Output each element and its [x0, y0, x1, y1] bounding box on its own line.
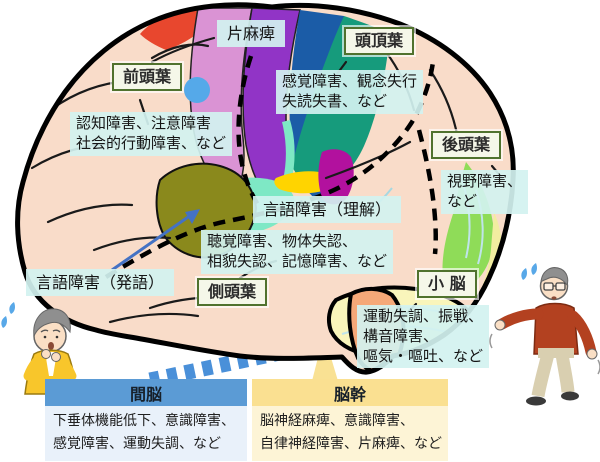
cerebellum-label: 小 脳	[417, 270, 477, 299]
cerebellum-symptoms-line1: 運動失調、振戦、	[363, 307, 484, 325]
brain-outline	[15, 2, 516, 375]
blue-dot-marker	[184, 77, 210, 103]
parietal-symptoms-line1: 感覚障害、観念失行	[282, 72, 418, 90]
speech-production-arrow	[111, 209, 200, 272]
diencephalon-symptoms-line1: 下垂体機能低下、意識障害、	[53, 413, 235, 429]
frontal-symptoms-line2: 社会的行動障害、など	[76, 133, 227, 152]
frontal-symptoms-label: 認知障害、注意障害 社会的行動障害、など	[70, 112, 233, 156]
mint-sliver-region	[282, 120, 295, 184]
temporal-lobe-label: 側頭葉	[197, 278, 268, 307]
temporal-symptoms-line1: 聴覚障害、物体失認、	[207, 232, 358, 250]
brainstem-box-body: 脳神経麻痺、意識障害、 自律神経障害、片麻痺、など	[252, 406, 448, 462]
brainstem-symptoms-line1: 脳神経麻痺、意識障害、	[260, 413, 414, 429]
occipital-symptoms-line1: 視野障害、	[447, 172, 523, 190]
auditory-yellow-region	[274, 171, 332, 194]
speech-production-label: 言語障害（発語）	[26, 269, 175, 297]
brainstem-symptoms-line2: 自律神経障害、片麻痺、など	[260, 435, 442, 452]
diencephalon-box-body: 下垂体機能低下、意識障害、 感覚障害、運動失調、など	[45, 406, 247, 462]
temporal-symptoms-label: 聴覚障害、物体失認、 相貌失認、記憶障害、など	[201, 230, 394, 274]
brainstem-box: 脳幹 脳神経麻痺、意識障害、 自律神経障害、片麻痺、など	[252, 379, 448, 462]
frontal-symptoms-line1: 認知障害、注意障害	[76, 114, 212, 132]
occipital-symptoms-label: 視野障害、 など	[441, 170, 529, 214]
diencephalon-symptoms-line2: 感覚障害、運動失調、など	[53, 435, 221, 452]
parietal-symptoms-label: 感覚障害、観念失行 失読失書、など	[276, 70, 424, 114]
cerebellum-symptoms-label: 運動失調、振戦、 構音障害、 嘔気・嘔吐、など	[357, 305, 490, 369]
hemiplegia-label: 片麻痺	[217, 20, 286, 48]
magenta-region	[318, 149, 354, 205]
diencephalon-box-title: 間脳	[45, 379, 247, 406]
diencephalon-box: 間脳 下垂体機能低下、意識障害、 感覚障害、運動失調、など	[45, 379, 247, 462]
woman-speech-difficulty-illustration	[1, 302, 78, 395]
unsteady-man-illustration	[489, 263, 600, 406]
cerebellum-symptoms-line3: 嘔気・嘔吐、など	[363, 346, 484, 365]
brainstem-box-title: 脳幹	[252, 379, 448, 406]
cerebellum-symptoms-line2: 構音障害、	[363, 326, 439, 345]
occipital-lobe-label: 後頭葉	[431, 131, 502, 160]
parietal-lobe-label: 頭頂葉	[344, 27, 415, 56]
speech-comprehension-label: 言語障害（理解）	[253, 196, 402, 224]
parietal-symptoms-line2: 失読失書、など	[282, 91, 388, 110]
temporal-symptoms-line2: 相貌失認、記憶障害、など	[207, 251, 388, 270]
frontal-lobe-label: 前頭葉	[112, 63, 183, 92]
occipital-symptoms-line2: など	[447, 191, 478, 210]
